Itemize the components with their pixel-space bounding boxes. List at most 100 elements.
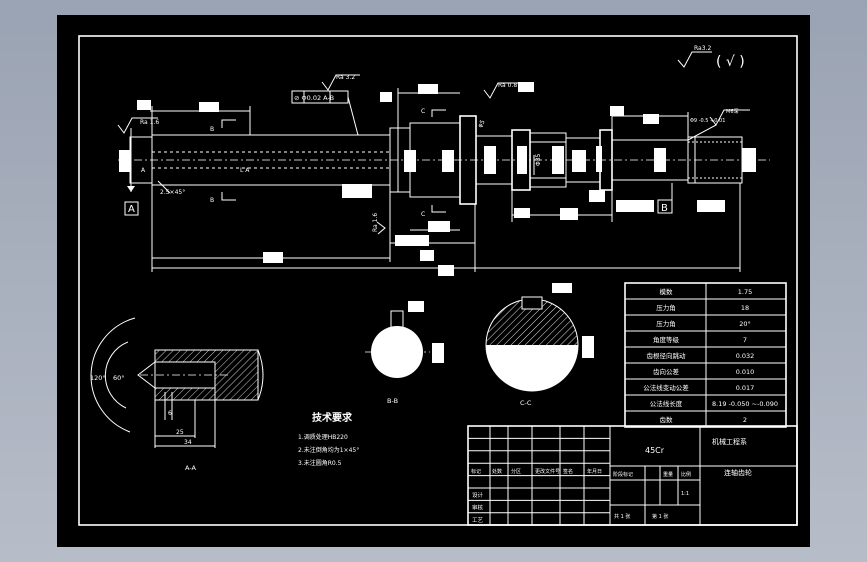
roughness-symbol — [117, 117, 158, 134]
section-c-label: C — [421, 108, 425, 115]
leader-line — [687, 124, 717, 141]
la-label: L A — [240, 167, 250, 174]
param-label: 公法线长度 — [650, 399, 683, 408]
section-arrow-b — [221, 119, 236, 128]
datum-arrow-a — [127, 186, 135, 192]
inner-frame — [78, 35, 798, 526]
view-bb-label: B-B — [387, 397, 398, 405]
dim-mask — [380, 92, 392, 102]
dim-mask — [484, 146, 496, 174]
dim-mask — [395, 235, 429, 246]
dim-mask — [610, 106, 624, 116]
title-block: 标记处数分区更改文件号签名年月日设计审核工艺 45Cr 机械工程系 连轴齿轮 阶… — [467, 425, 798, 526]
tb-header: 更改文件号 — [535, 468, 560, 475]
phi5-label: φ5 — [477, 119, 487, 129]
tb-header: 签名 — [563, 468, 573, 475]
cc-keyway — [521, 296, 543, 310]
param-label: 公法线变动公差 — [643, 383, 689, 392]
datum-box-b — [657, 199, 673, 214]
section-c-label: C — [421, 211, 425, 218]
part-name-label: 连轴齿轮 — [724, 468, 752, 477]
dim-mask — [596, 146, 602, 172]
roughness-paren: ( √ ) — [716, 54, 745, 70]
tech-item: 1.调质处理HB220 — [298, 433, 348, 441]
right-note: Φ9 -0.5 +0.01 — [690, 118, 725, 124]
chamfer-label: 2.5×45° — [160, 189, 185, 196]
sheet-background — [57, 15, 810, 547]
tb-header: 处数 — [492, 468, 502, 475]
stage-header: 阶段标记 — [613, 471, 633, 478]
param-label: 压力角 — [656, 303, 676, 312]
roughness-label: Ra 1.6 — [372, 213, 379, 232]
param-value: 1.75 — [738, 288, 752, 296]
detail-view-aa: 120° 60° 6 25 34 A-A — [90, 317, 264, 472]
aa-arc-inner — [104, 341, 129, 409]
dim-mask — [518, 82, 534, 92]
dim-mask — [697, 200, 725, 212]
sheet-total: 共 1 张 — [614, 513, 630, 520]
param-label: 压力角 — [656, 319, 676, 328]
param-value: 2 — [743, 416, 747, 424]
dim-mask — [404, 150, 416, 172]
material-label: 45Cr — [645, 446, 665, 455]
param-label: 模数 — [660, 287, 674, 296]
roughness-label: Ra 0.8 — [498, 82, 517, 89]
aa-break-line — [257, 349, 264, 401]
param-value: 0.032 — [736, 352, 755, 360]
school-label: 机械工程系 — [712, 437, 747, 446]
bb-keyway — [390, 310, 404, 330]
sheet-current: 第 1 张 — [652, 513, 668, 520]
tech-item: 3.未注圆角R0.5 — [298, 459, 342, 467]
dim-mask — [742, 148, 756, 172]
weight-header: 重量 — [663, 471, 673, 478]
roughness-symbol — [376, 221, 386, 235]
scale-value: 1:1 — [681, 491, 689, 497]
scale-header: 比例 — [681, 471, 691, 478]
dim-mask — [572, 150, 586, 172]
dim-mask — [654, 148, 666, 172]
tb-header: 年月日 — [587, 468, 602, 475]
dim-mask — [342, 184, 372, 198]
dim-mask — [582, 336, 594, 358]
tb-grid: 标记处数分区更改文件号签名年月日设计审核工艺 — [468, 426, 610, 525]
param-label: 齿数 — [660, 415, 674, 424]
param-value: 0.017 — [736, 384, 755, 392]
dim-mask — [432, 343, 444, 363]
tech-requirements: 技术要求 1.调质处理HB220 2.未注倒角均为1×45° 3.未注圆角R0.… — [298, 411, 359, 467]
datum-a-label: A — [128, 204, 135, 215]
param-label: 齿向公差 — [653, 367, 680, 376]
chamfer-leader — [157, 180, 171, 194]
section-b-label: B — [210, 126, 214, 133]
section-arrow-c — [431, 109, 446, 117]
param-value: 8.19 -0.050 ~-0.090 — [712, 400, 778, 408]
angle-label-120: 120° — [90, 374, 106, 382]
tb-row-label: 工艺 — [472, 517, 484, 524]
dim-mask — [514, 208, 530, 218]
dim-mask — [442, 150, 454, 172]
roughness-symbol — [321, 74, 360, 91]
right-note-top: M6深 — [726, 108, 739, 115]
dim-6-label: 6 — [168, 410, 172, 417]
roughness-label: Ra 1.6 — [140, 119, 159, 126]
section-view-bb: B-B — [365, 301, 444, 405]
section-b-label: B — [210, 197, 214, 204]
tb-header: 分区 — [511, 468, 521, 475]
dim-mask — [418, 84, 438, 94]
tolerance-leader — [347, 96, 359, 136]
dim-mask — [119, 150, 130, 172]
roughness-corner-label: Ra3.2 — [694, 45, 711, 52]
dim-mask — [408, 301, 424, 312]
diameter-label: Φ35 — [535, 153, 542, 166]
tb-header: 标记 — [471, 468, 481, 475]
section-arrow-c — [431, 205, 446, 213]
dim-25-label: 25 — [176, 429, 184, 436]
dim-mask — [517, 146, 527, 174]
roughness-symbol — [483, 82, 520, 99]
param-label: 齿根径向跳动 — [647, 351, 687, 360]
dim-mask — [420, 250, 434, 261]
dim-mask — [589, 190, 605, 202]
param-value: 20° — [739, 320, 751, 328]
dim-mask — [438, 265, 454, 276]
